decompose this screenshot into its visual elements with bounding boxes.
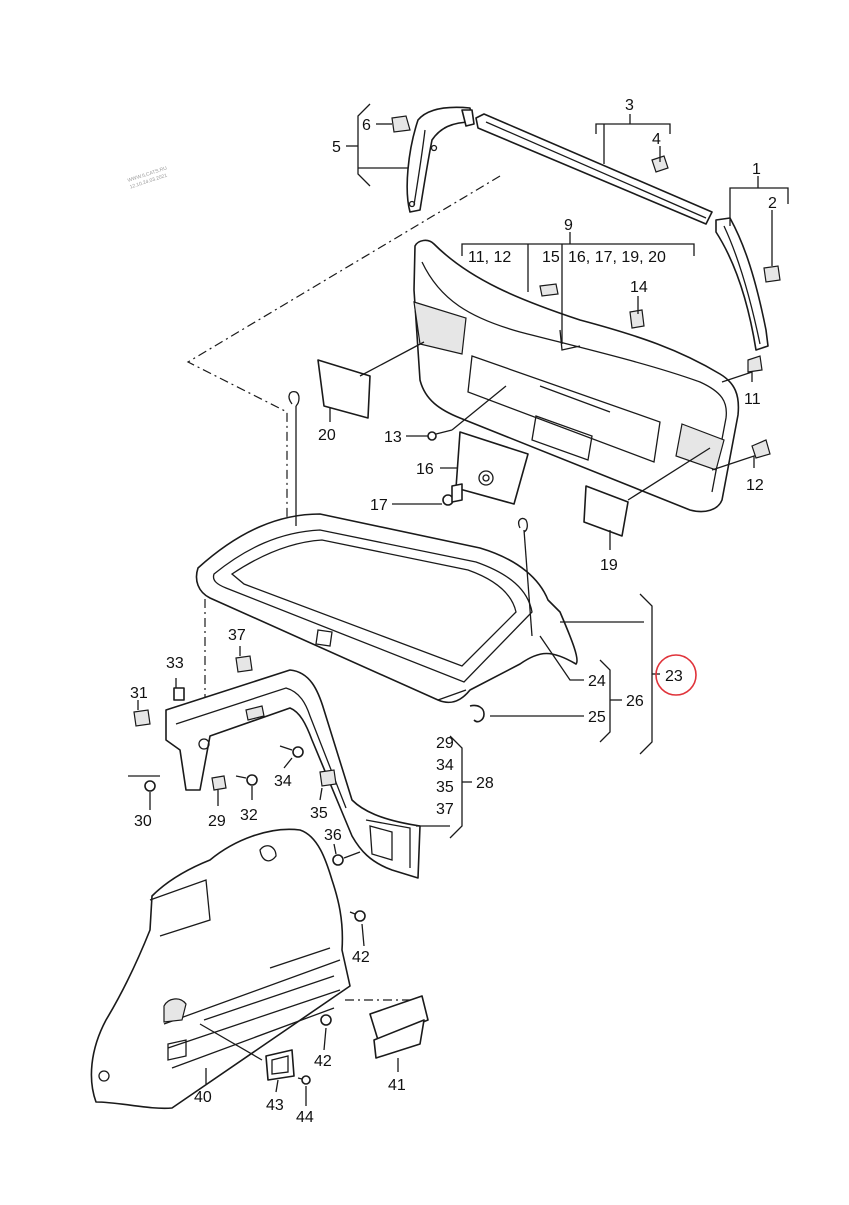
- label-12[interactable]: 12: [746, 477, 764, 494]
- label-28-sub-35[interactable]: 35: [436, 779, 454, 796]
- label-9-sub-b[interactable]: 15: [542, 249, 560, 266]
- label-4[interactable]: 4: [652, 131, 661, 148]
- label-36[interactable]: 36: [324, 827, 342, 844]
- label-35[interactable]: 35: [310, 805, 328, 822]
- label-28[interactable]: 28: [476, 775, 494, 792]
- label-44[interactable]: 44: [296, 1109, 314, 1126]
- label-29[interactable]: 29: [208, 813, 226, 830]
- tailgate-panel: [413, 239, 771, 513]
- label-42-lower[interactable]: 42: [314, 1053, 332, 1070]
- label-16[interactable]: 16: [416, 461, 434, 478]
- label-42-upper[interactable]: 42: [352, 949, 370, 966]
- callout-labels: 1 2 3 4 5 6 9 11, 12 15 16, 17, 19, 20 1…: [130, 97, 777, 1126]
- label-31[interactable]: 31: [130, 685, 148, 702]
- label-14[interactable]: 14: [630, 279, 648, 296]
- label-25[interactable]: 25: [588, 709, 606, 726]
- label-43[interactable]: 43: [266, 1097, 284, 1114]
- label-30[interactable]: 30: [134, 813, 152, 830]
- label-6[interactable]: 6: [362, 117, 371, 134]
- label-24[interactable]: 24: [588, 673, 606, 690]
- label-23[interactable]: 23: [665, 668, 683, 685]
- label-5[interactable]: 5: [332, 139, 341, 156]
- tailgate-trim-right: [715, 217, 781, 351]
- side-bracket: [165, 669, 421, 879]
- label-13[interactable]: 13: [384, 429, 402, 446]
- label-28-sub-34[interactable]: 34: [436, 757, 454, 774]
- label-40[interactable]: 40: [194, 1089, 212, 1106]
- tailgate-trim-left: [391, 106, 475, 213]
- label-32[interactable]: 32: [240, 807, 258, 824]
- label-11[interactable]: 11: [744, 391, 761, 408]
- label-33[interactable]: 33: [166, 655, 184, 672]
- small-clips: [133, 655, 361, 866]
- label-19[interactable]: 19: [600, 557, 618, 574]
- trim-cover-20: [317, 359, 371, 419]
- screw-13: [427, 429, 453, 441]
- label-9[interactable]: 9: [564, 217, 573, 234]
- trunk-small-parts: [265, 910, 429, 1085]
- label-28-sub-29[interactable]: 29: [436, 735, 454, 752]
- tailgate-upper-trim: [475, 113, 713, 225]
- callout-lines: [128, 103, 789, 1106]
- label-9-sub-a[interactable]: 11, 12: [468, 249, 511, 266]
- label-28-sub-37[interactable]: 37: [436, 801, 454, 818]
- label-20[interactable]: 20: [318, 427, 336, 444]
- label-1[interactable]: 1: [752, 161, 761, 178]
- parcel-shelf: [195, 390, 578, 723]
- cover-19: [583, 485, 629, 537]
- cover-plate-16: [455, 431, 529, 505]
- label-41[interactable]: 41: [388, 1077, 406, 1094]
- label-37[interactable]: 37: [228, 627, 246, 644]
- trunk-side-panel: [90, 828, 351, 1110]
- highlight-circle-23: [655, 654, 697, 696]
- label-9-sub-c[interactable]: 16, 17, 19, 20: [568, 249, 666, 266]
- label-3[interactable]: 3: [625, 97, 634, 114]
- label-26[interactable]: 26: [626, 693, 644, 710]
- label-17[interactable]: 17: [370, 497, 388, 514]
- clip-17: [442, 483, 463, 506]
- watermark: WWW.ILCATS.RU 12.10.24.03.2021: [127, 165, 168, 190]
- label-34[interactable]: 34: [274, 773, 292, 790]
- label-2[interactable]: 2: [768, 195, 777, 212]
